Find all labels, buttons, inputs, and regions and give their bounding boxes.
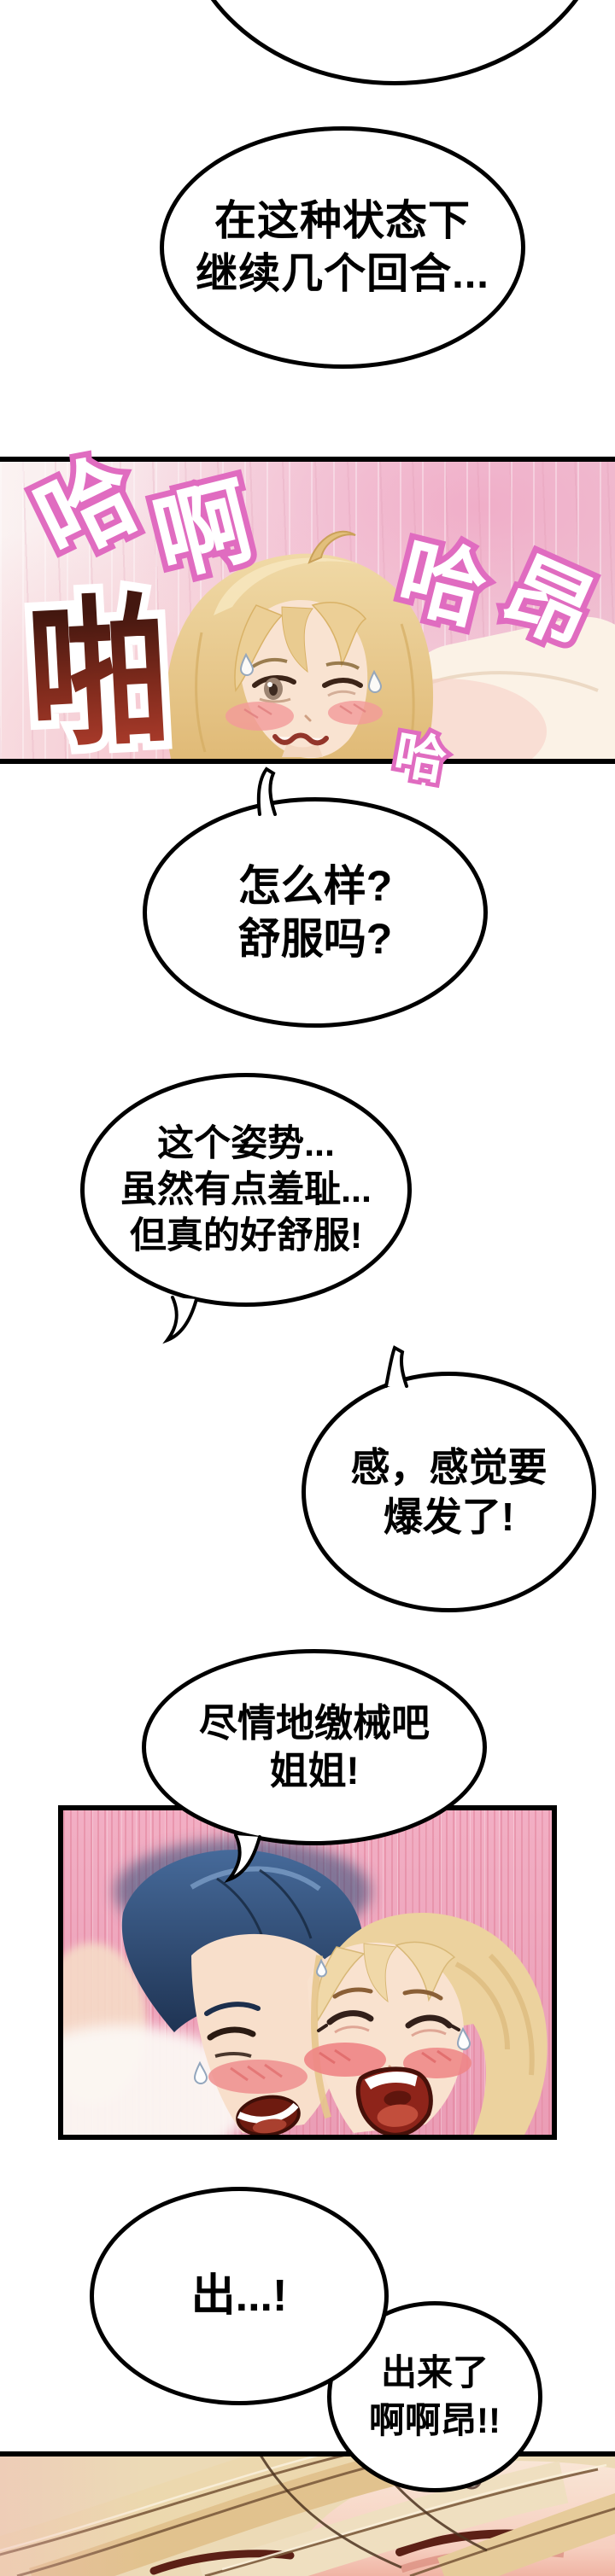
bubble-text-line: 姐姐! [269, 1749, 360, 1792]
bed-sheet [63, 2025, 251, 2135]
bubble-tail [384, 1345, 408, 1388]
comic-panel-2 [58, 1805, 557, 2140]
woman-face-illustration [166, 530, 434, 759]
bubble-text-line: 出...! [190, 2271, 288, 2321]
bubble-tail [224, 1833, 261, 1884]
bubble-text-line: 爆发了! [383, 1495, 515, 1539]
bubble-text-line: 舒服吗? [237, 915, 393, 963]
speech-bubble-7: 出来了 啊啊昂!! [327, 2301, 542, 2492]
panel2-illustration [63, 1839, 548, 2135]
speech-bubble-5: 尽情地缴械吧 姐姐! [142, 1649, 487, 1845]
speech-bubble-6: 出...! [90, 2187, 389, 2405]
bubble-text-line: 这个姿势... [157, 1123, 335, 1164]
bubble-text-line: 出来了 [380, 2352, 489, 2392]
bubble-tail [256, 766, 277, 816]
speech-bubble-1: 在这种状态下 继续几个回合... [160, 126, 525, 369]
sfx-moan-ha-small: 哈 哈 [386, 720, 455, 794]
sfx-char: 啪 [23, 581, 174, 768]
woman-face-illustration [304, 1913, 548, 2135]
bubble-text-line: 啊啊昂!! [369, 2400, 501, 2440]
speech-bubble-4: 感，感觉要 爆发了! [302, 1372, 596, 1612]
speech-bubble-2: 怎么样? 舒服吗? [143, 797, 488, 1028]
open-mouth [355, 2066, 433, 2135]
bubble-text-line: 继续几个回合... [196, 251, 489, 297]
bubble-tail [162, 1296, 198, 1344]
comic-panel-1 [0, 457, 615, 764]
sfx-char: 哈 [390, 725, 451, 790]
bubble-text-line: 但真的好舒服! [129, 1215, 363, 1256]
speech-bubble-3: 这个姿势... 虽然有点羞耻... 但真的好舒服! [80, 1073, 412, 1307]
bubble-text-line: 在这种状态下 [214, 198, 471, 244]
bubble-text-line: 虽然有点羞耻... [120, 1169, 372, 1210]
sfx-slap-pa: 啪 啪 [15, 574, 183, 776]
bubble-text-line: 尽情地缴械吧 [198, 1701, 430, 1745]
bubble-text-line: 感，感觉要 [350, 1445, 548, 1489]
comic-panel-3 [0, 2451, 615, 2576]
speech-bubble-partial [179, 0, 611, 85]
panel1-illustration [166, 530, 615, 759]
bubble-text-line: 怎么样? [237, 862, 393, 910]
panel3-illustration [0, 2457, 615, 2576]
